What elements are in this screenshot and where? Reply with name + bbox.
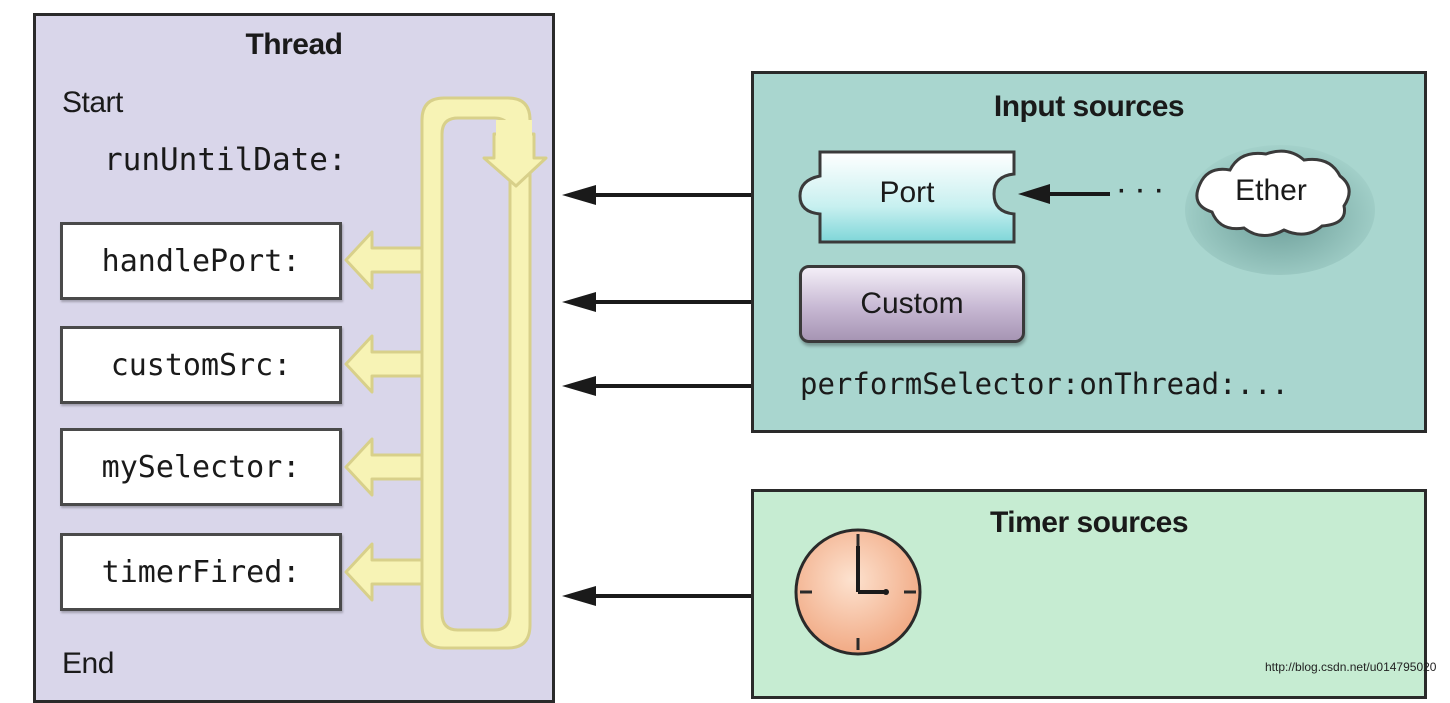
thread-end-label: End — [62, 647, 114, 680]
ether-label: Ether — [1235, 174, 1307, 207]
loop-arrow-icon — [344, 96, 548, 650]
thread-title: Thread — [245, 28, 343, 61]
ether-cloud-icon — [1185, 145, 1375, 275]
custom-source-box: Custom — [799, 265, 1025, 343]
thread-start-label: Start — [62, 86, 123, 119]
clock-icon — [794, 528, 922, 656]
handler-custom-src: customSrc: — [60, 326, 342, 404]
timer-sources-title: Timer sources — [989, 506, 1189, 539]
ether-ellipsis: · · · — [1118, 178, 1166, 205]
watermark: http://blog.csdn.net/u014795020 — [1265, 660, 1437, 674]
run-until-date-label: runUntilDate: — [104, 142, 347, 178]
handler-my-selector: mySelector: — [60, 428, 342, 506]
handler-handle-port: handlePort: — [60, 222, 342, 300]
diagram-graphics — [344, 96, 1375, 656]
port-icon — [798, 150, 1016, 244]
handler-timer-fired: timerFired: — [60, 533, 342, 611]
perform-selector-label: performSelector:onThread:... — [800, 367, 1289, 401]
source-arrows — [562, 185, 751, 606]
ether-arrow — [1018, 184, 1110, 204]
port-label: Port — [879, 176, 935, 209]
input-sources-title: Input sources — [993, 90, 1185, 123]
